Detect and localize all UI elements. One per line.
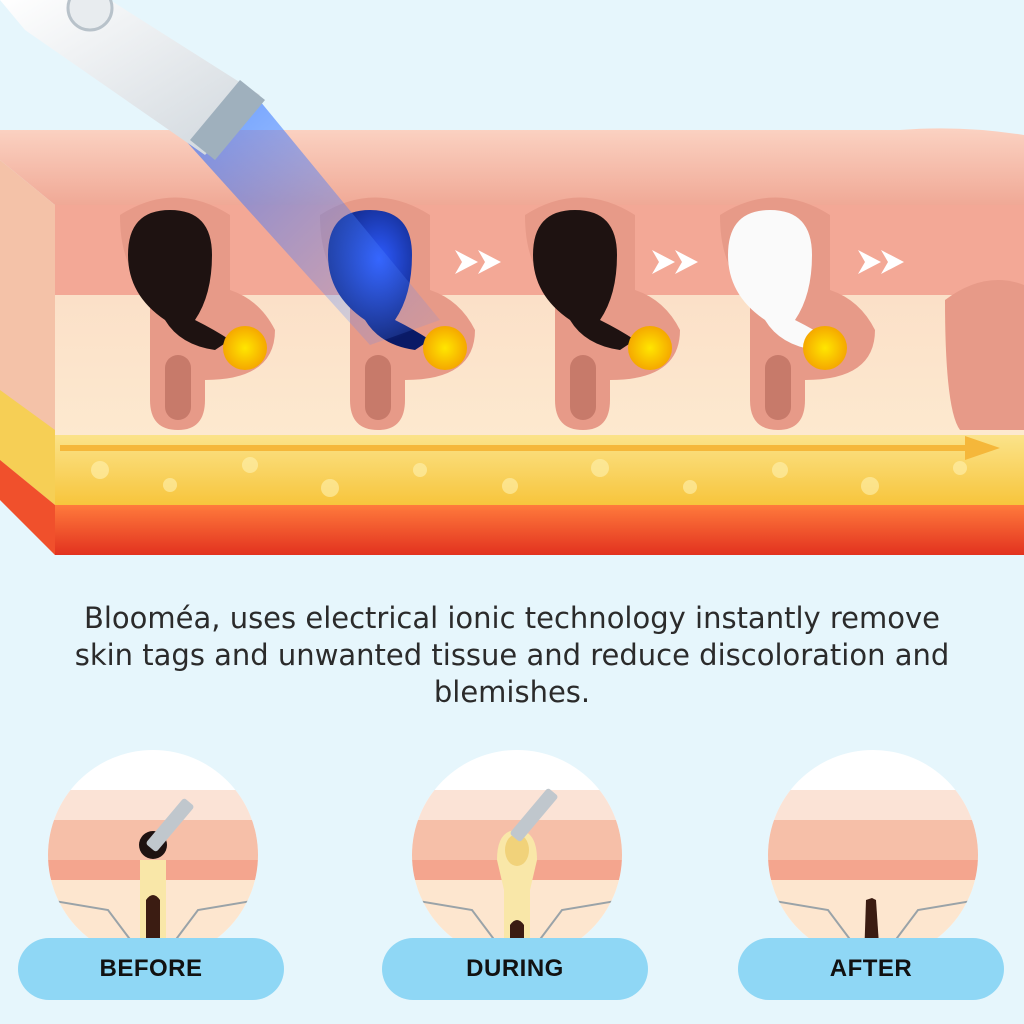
device-pen bbox=[0, 0, 265, 160]
stage-during: DURING bbox=[382, 750, 652, 1000]
skin-cross-section-illustration bbox=[0, 0, 1024, 555]
during-illustration bbox=[412, 750, 622, 960]
stage-label-after: AFTER bbox=[738, 938, 1004, 1000]
before-illustration bbox=[48, 750, 258, 960]
stage-before: BEFORE bbox=[18, 750, 288, 1000]
after-illustration bbox=[768, 750, 978, 960]
stage-label-during: DURING bbox=[382, 938, 648, 1000]
stage-after: AFTER bbox=[738, 750, 1008, 1000]
description-text: Blooméa, uses electrical ionic technolog… bbox=[74, 601, 950, 709]
stage-label-before: BEFORE bbox=[18, 938, 284, 1000]
